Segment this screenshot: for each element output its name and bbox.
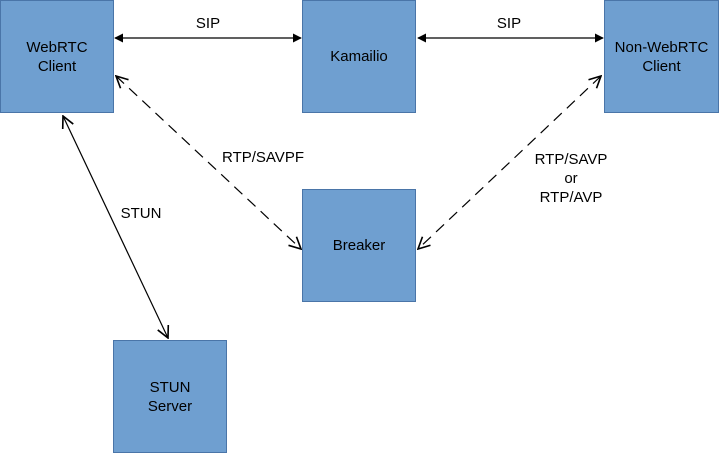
stun-server-label-2: Server xyxy=(147,397,193,415)
sip-left-label: SIP xyxy=(195,15,221,32)
non-webrtc-client-label-1: Non-WebRTC xyxy=(614,38,709,56)
rtp-savp-text: RTP/SAVP xyxy=(534,151,608,168)
breaker-label: Breaker xyxy=(332,237,386,254)
rtp-avp-text: RTP/AVP xyxy=(539,189,603,206)
non-webrtc-client-label-2: Client xyxy=(642,57,681,75)
rtp-savp-avp-edge xyxy=(418,76,601,249)
rtp-savpf-edge xyxy=(116,76,301,249)
stun-edge xyxy=(63,116,168,338)
stun-server-label-1: STUN xyxy=(149,378,191,396)
webrtc-client-node: WebRTC Client xyxy=(0,0,114,113)
rtp-savpf-label: RTP/SAVPF xyxy=(222,149,304,166)
breaker-node: Breaker xyxy=(302,189,416,302)
sip-right-label: SIP xyxy=(496,15,522,32)
stun-server-node: STUN Server xyxy=(113,340,227,453)
webrtc-client-label-2: Client xyxy=(37,57,77,75)
kamailio-node: Kamailio xyxy=(302,0,416,113)
webrtc-client-label-1: WebRTC xyxy=(26,38,88,56)
or-text: or xyxy=(564,170,578,187)
non-webrtc-client-node: Non-WebRTC Client xyxy=(604,0,719,113)
rtp-savp-avp-label: RTP/SAVP or RTP/AVP xyxy=(521,150,621,207)
stun-edge-label: STUN xyxy=(120,205,162,222)
kamailio-label: Kamailio xyxy=(330,48,388,65)
